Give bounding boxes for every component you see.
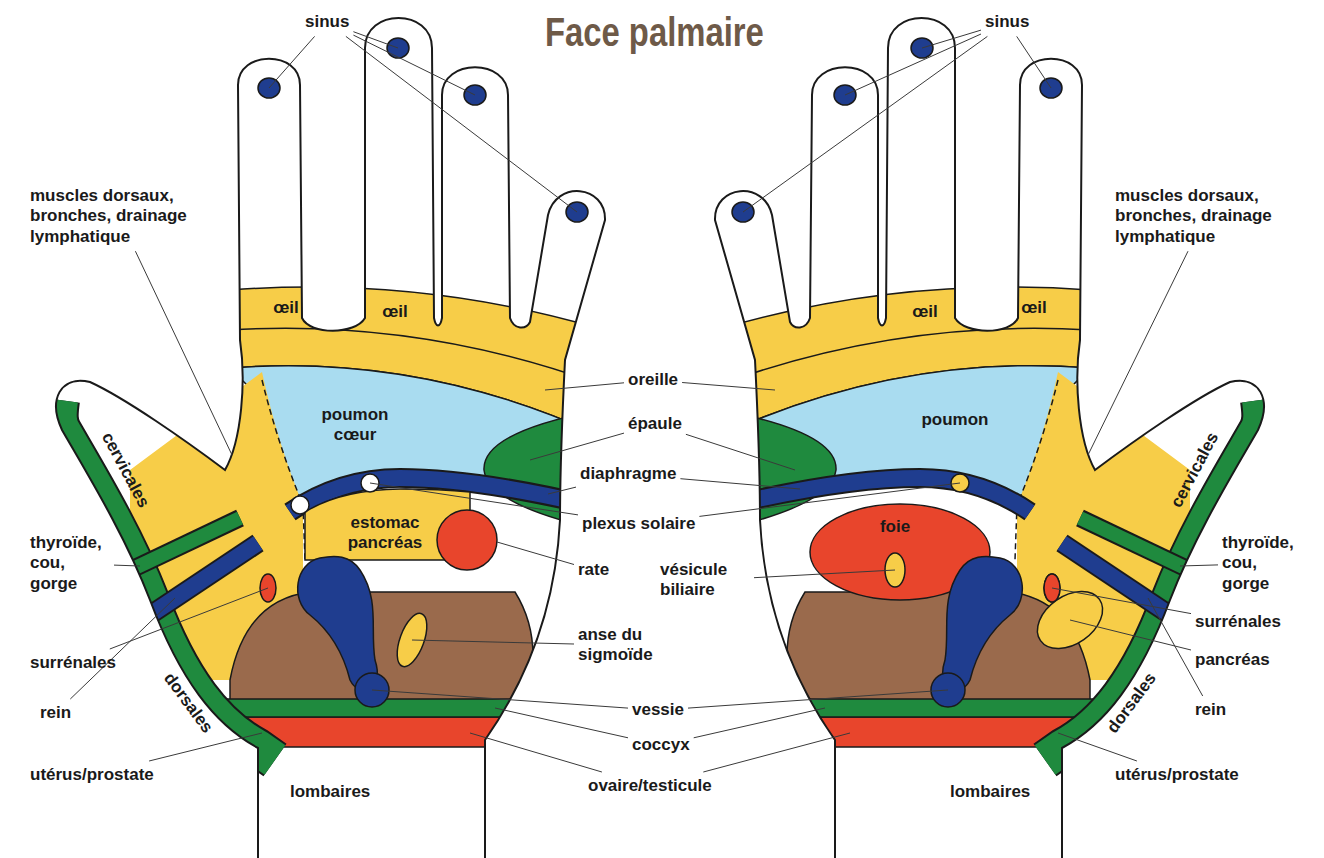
leader-line bbox=[530, 433, 624, 460]
zone-label: poumon cœur bbox=[315, 405, 395, 444]
callout-label: pancréas bbox=[1195, 650, 1270, 670]
callout-label: anse du sigmoïde bbox=[578, 625, 678, 666]
leader-line bbox=[1058, 733, 1137, 761]
leader-line bbox=[135, 251, 232, 455]
spine-label: dorsales bbox=[159, 669, 217, 737]
leader-line bbox=[743, 36, 987, 212]
callout-label: rate bbox=[578, 560, 609, 580]
leader-line bbox=[353, 35, 475, 95]
organ-zone: œil bbox=[912, 302, 938, 322]
zone-label: œil bbox=[912, 302, 938, 322]
chart-title: Face palmaire bbox=[545, 10, 764, 54]
leader-line bbox=[694, 708, 825, 738]
zone-label: estomac pancréas bbox=[340, 513, 430, 552]
bladder-shapes bbox=[298, 556, 389, 707]
zone-label: œil bbox=[273, 298, 299, 318]
right-hand bbox=[700, 18, 1264, 858]
callout-label: utérus/prostate bbox=[30, 765, 154, 785]
leader-line bbox=[1017, 36, 1051, 88]
sinus-dots bbox=[258, 38, 588, 222]
callout-label: oreille bbox=[628, 370, 678, 390]
sinus-dots bbox=[732, 38, 1062, 222]
spleen-circle bbox=[437, 510, 497, 570]
spine-label: dorsales bbox=[1103, 669, 1161, 737]
leader-line bbox=[545, 383, 624, 390]
leader-line bbox=[754, 570, 895, 578]
callout-label: muscles dorsaux, bronches, drainage lymp… bbox=[30, 186, 208, 247]
callout-label: plexus solaire bbox=[582, 514, 695, 534]
callout-label: rein bbox=[1195, 700, 1226, 720]
callout-label: rein bbox=[40, 703, 71, 723]
callout-label: thyroïde, cou, gorge bbox=[30, 533, 110, 594]
leader-line bbox=[495, 708, 628, 738]
leader-line bbox=[845, 34, 981, 95]
callout-label: lombaires bbox=[950, 782, 1030, 802]
callout-label: sinus bbox=[985, 12, 1029, 32]
hand-outline bbox=[56, 18, 605, 858]
leader-line bbox=[70, 598, 175, 699]
bladder-shapes bbox=[931, 556, 1022, 707]
leader-line bbox=[686, 434, 795, 470]
organ-zone: poumon cœur bbox=[315, 405, 395, 444]
organ-zone: œil bbox=[1021, 298, 1047, 318]
leader-line bbox=[269, 36, 315, 88]
leader-line bbox=[370, 483, 578, 515]
callout-label: diaphragme bbox=[580, 464, 676, 484]
callout-label: muscles dorsaux, bronches, drainage lymp… bbox=[1115, 186, 1295, 247]
spine-label: cervicales bbox=[97, 429, 154, 511]
organ-zone: estomac pancréas bbox=[340, 513, 430, 552]
callout-label: vessie bbox=[632, 700, 684, 720]
leader-line bbox=[680, 479, 800, 489]
callout-label: utérus/prostate bbox=[1115, 765, 1239, 785]
leader-line bbox=[703, 733, 850, 772]
zone-label: poumon bbox=[921, 410, 988, 430]
spine-label: cervicales bbox=[1167, 429, 1224, 511]
plexus-dot bbox=[291, 496, 309, 514]
organ-zone: poumon bbox=[921, 410, 988, 430]
left-hand bbox=[56, 18, 620, 858]
leader-line bbox=[110, 588, 268, 649]
callout-label: ovaire/testicule bbox=[588, 776, 712, 796]
organ-zone: foie bbox=[880, 517, 910, 537]
hand-outline bbox=[715, 18, 1264, 858]
hand-zones bbox=[700, 287, 1261, 760]
leader-line bbox=[688, 690, 948, 708]
callout-label: surrénales bbox=[1195, 612, 1281, 632]
leader-line bbox=[1052, 588, 1191, 614]
leader-line bbox=[497, 542, 574, 565]
leader-line bbox=[372, 690, 628, 708]
leader-line bbox=[1070, 620, 1191, 650]
callout-label: sinus bbox=[305, 12, 349, 32]
organ-zone: œil bbox=[382, 302, 408, 322]
zone-label: foie bbox=[880, 517, 910, 537]
callout-label: épaule bbox=[628, 414, 682, 434]
callout-label: thyroïde, cou, gorge bbox=[1222, 533, 1302, 594]
leader-line bbox=[1180, 565, 1218, 566]
leader-line bbox=[412, 640, 574, 644]
leader-line bbox=[114, 565, 140, 567]
zone-label: œil bbox=[382, 302, 408, 322]
callout-label: vésicule biliaire bbox=[660, 560, 750, 601]
leader-line bbox=[699, 483, 960, 516]
leader-line bbox=[346, 36, 577, 212]
leader-line bbox=[548, 487, 576, 494]
leader-line bbox=[149, 733, 262, 761]
zone-label: œil bbox=[1021, 298, 1047, 318]
callout-label: coccyx bbox=[632, 735, 690, 755]
callout-label: lombaires bbox=[290, 782, 370, 802]
leader-line bbox=[922, 30, 981, 48]
hand-zones bbox=[59, 287, 620, 760]
callout-label: surrénales bbox=[30, 653, 116, 673]
leader-line bbox=[682, 383, 775, 391]
leader-line bbox=[1088, 251, 1188, 455]
organ-zone: œil bbox=[273, 298, 299, 318]
leader-line bbox=[470, 733, 602, 772]
